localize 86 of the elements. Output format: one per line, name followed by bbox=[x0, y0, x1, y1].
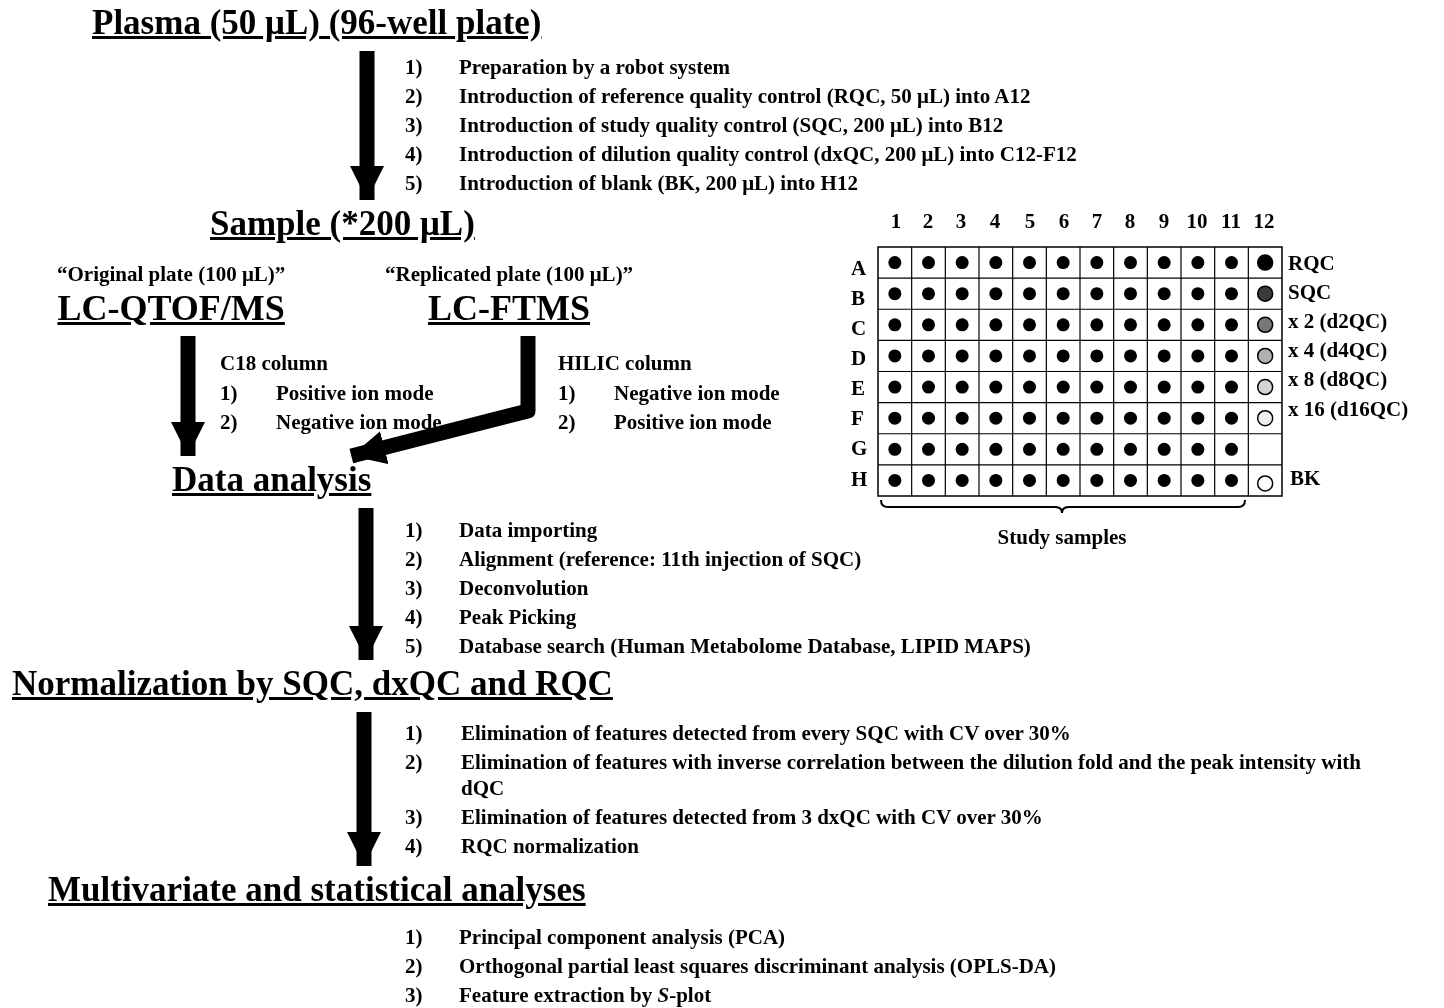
step-number: 1) bbox=[405, 54, 423, 80]
arrow bbox=[350, 51, 384, 200]
step-number: 3) bbox=[405, 112, 423, 138]
plate-column-number: 9 bbox=[1158, 208, 1170, 234]
arrow bbox=[347, 712, 381, 866]
plate-column-number: 12 bbox=[1253, 208, 1275, 234]
step-text: Negative ion mode bbox=[276, 409, 442, 435]
step-text: Feature extraction by S-plot bbox=[459, 982, 712, 1008]
step-text: Database search (Human Metabolome Database, LIPID MAPS) bbox=[459, 633, 1031, 659]
step-text: Elimination of features with inverse correlation between the dilution fold and the peak intensity with dQC bbox=[461, 749, 1362, 801]
step-text: Positive ion mode bbox=[276, 380, 434, 406]
well-label: x 4 (d4QC) bbox=[1288, 337, 1388, 363]
step-number: 4) bbox=[405, 833, 423, 859]
plate-row-letter: D bbox=[851, 345, 867, 371]
step-text: Introduction of blank (BK, 200 μL) into H12 bbox=[459, 170, 858, 196]
bracket-label: Study samples bbox=[997, 524, 1127, 550]
instrument-heading: LC-FTMS bbox=[427, 288, 592, 328]
plate-column-number: 8 bbox=[1124, 208, 1136, 234]
arrow bbox=[349, 508, 383, 660]
well-label: SQC bbox=[1288, 279, 1332, 305]
plate-column-number: 7 bbox=[1091, 208, 1103, 234]
plate-caption: “Replicated plate (100 μL)” bbox=[385, 262, 634, 286]
arrow bbox=[349, 336, 536, 465]
step-text: Introduction of dilution quality control (dxQC, 200 μL) into C12-F12 bbox=[459, 141, 1077, 167]
well-label: x 8 (d8QC) bbox=[1288, 366, 1388, 392]
plate-row-letter: C bbox=[851, 315, 867, 341]
step-number: 5) bbox=[405, 170, 423, 196]
step-heading: Normalization by SQC, dxQC and RQC bbox=[12, 664, 613, 704]
step-number: 1) bbox=[405, 517, 423, 543]
well-label: RQC bbox=[1288, 250, 1335, 276]
plate-row-letter: B bbox=[851, 285, 865, 311]
plate-row-letter: E bbox=[851, 375, 865, 401]
column-type: C18 column bbox=[220, 350, 328, 376]
column-type: HILIC column bbox=[558, 350, 692, 376]
step-number: 1) bbox=[558, 380, 576, 406]
step-text: Negative ion mode bbox=[614, 380, 780, 406]
plate-column-number: 6 bbox=[1058, 208, 1070, 234]
step-number: 2) bbox=[405, 546, 423, 572]
plate-column-number: 2 bbox=[922, 208, 934, 234]
step-number: 2) bbox=[405, 953, 423, 979]
step-number: 3) bbox=[405, 804, 423, 830]
arrow bbox=[171, 336, 205, 456]
step-text: Principal component analysis (PCA) bbox=[459, 924, 786, 950]
step-heading: Data analysis bbox=[172, 460, 372, 500]
step-text: Elimination of features detected from 3 dxQC with CV over 30% bbox=[461, 804, 1044, 830]
plate-column-number: 3 bbox=[955, 208, 967, 234]
plate-row-letter: G bbox=[851, 435, 868, 461]
step-number: 4) bbox=[405, 141, 423, 167]
step-number: 1) bbox=[405, 924, 423, 950]
step-number: 3) bbox=[405, 982, 423, 1008]
plate-column-number: 4 bbox=[989, 208, 1001, 234]
step-number: 2) bbox=[220, 409, 238, 435]
well-label: x 2 (d2QC) bbox=[1288, 308, 1388, 334]
plate-column-number: 11 bbox=[1221, 208, 1241, 234]
plate-row-letter: A bbox=[851, 255, 867, 281]
step-heading: Multivariate and statistical analyses bbox=[48, 870, 586, 910]
well-label: x 16 (d16QC) bbox=[1288, 396, 1409, 422]
step-text: Preparation by a robot system bbox=[459, 54, 731, 80]
step-number: 2) bbox=[558, 409, 576, 435]
step-text: Data importing bbox=[459, 517, 598, 543]
step-text: Introduction of reference quality control (RQC, 50 μL) into A12 bbox=[459, 83, 1031, 109]
step-text: Alignment (reference: 11th injection of SQC) bbox=[459, 546, 862, 572]
step-text: Introduction of study quality control (SQC, 200 μL) into B12 bbox=[459, 112, 1004, 138]
step-number: 4) bbox=[405, 604, 423, 630]
step-text: Peak Picking bbox=[459, 604, 577, 630]
step-text: Elimination of features detected from every SQC with CV over 30% bbox=[461, 720, 1072, 746]
step-number: 1) bbox=[405, 720, 423, 746]
step-number: 2) bbox=[405, 83, 423, 109]
plate-row-letter: H bbox=[851, 466, 868, 492]
instrument-heading: LC-QTOF/MS bbox=[57, 288, 286, 328]
plate-caption: “Original plate (100 μL)” bbox=[57, 262, 286, 286]
plate-column-number: 5 bbox=[1024, 208, 1036, 234]
step-heading: Sample (*200 μL) bbox=[210, 204, 475, 244]
plate-row-letter: F bbox=[851, 405, 864, 431]
step-heading: Plasma (50 μL) (96-well plate) bbox=[92, 3, 542, 43]
plate-column-number: 1 bbox=[890, 208, 902, 234]
step-number: 1) bbox=[220, 380, 238, 406]
step-number: 3) bbox=[405, 575, 423, 601]
well-label: BK bbox=[1290, 465, 1321, 491]
step-text: Deconvolution bbox=[459, 575, 589, 601]
step-number: 2) bbox=[405, 749, 423, 775]
plate-column-number: 10 bbox=[1186, 208, 1208, 234]
step-text: Orthogonal partial least squares discriminant analysis (OPLS-DA) bbox=[459, 953, 1056, 979]
step-text: Positive ion mode bbox=[614, 409, 772, 435]
step-text: RQC normalization bbox=[461, 833, 640, 859]
step-number: 5) bbox=[405, 633, 423, 659]
